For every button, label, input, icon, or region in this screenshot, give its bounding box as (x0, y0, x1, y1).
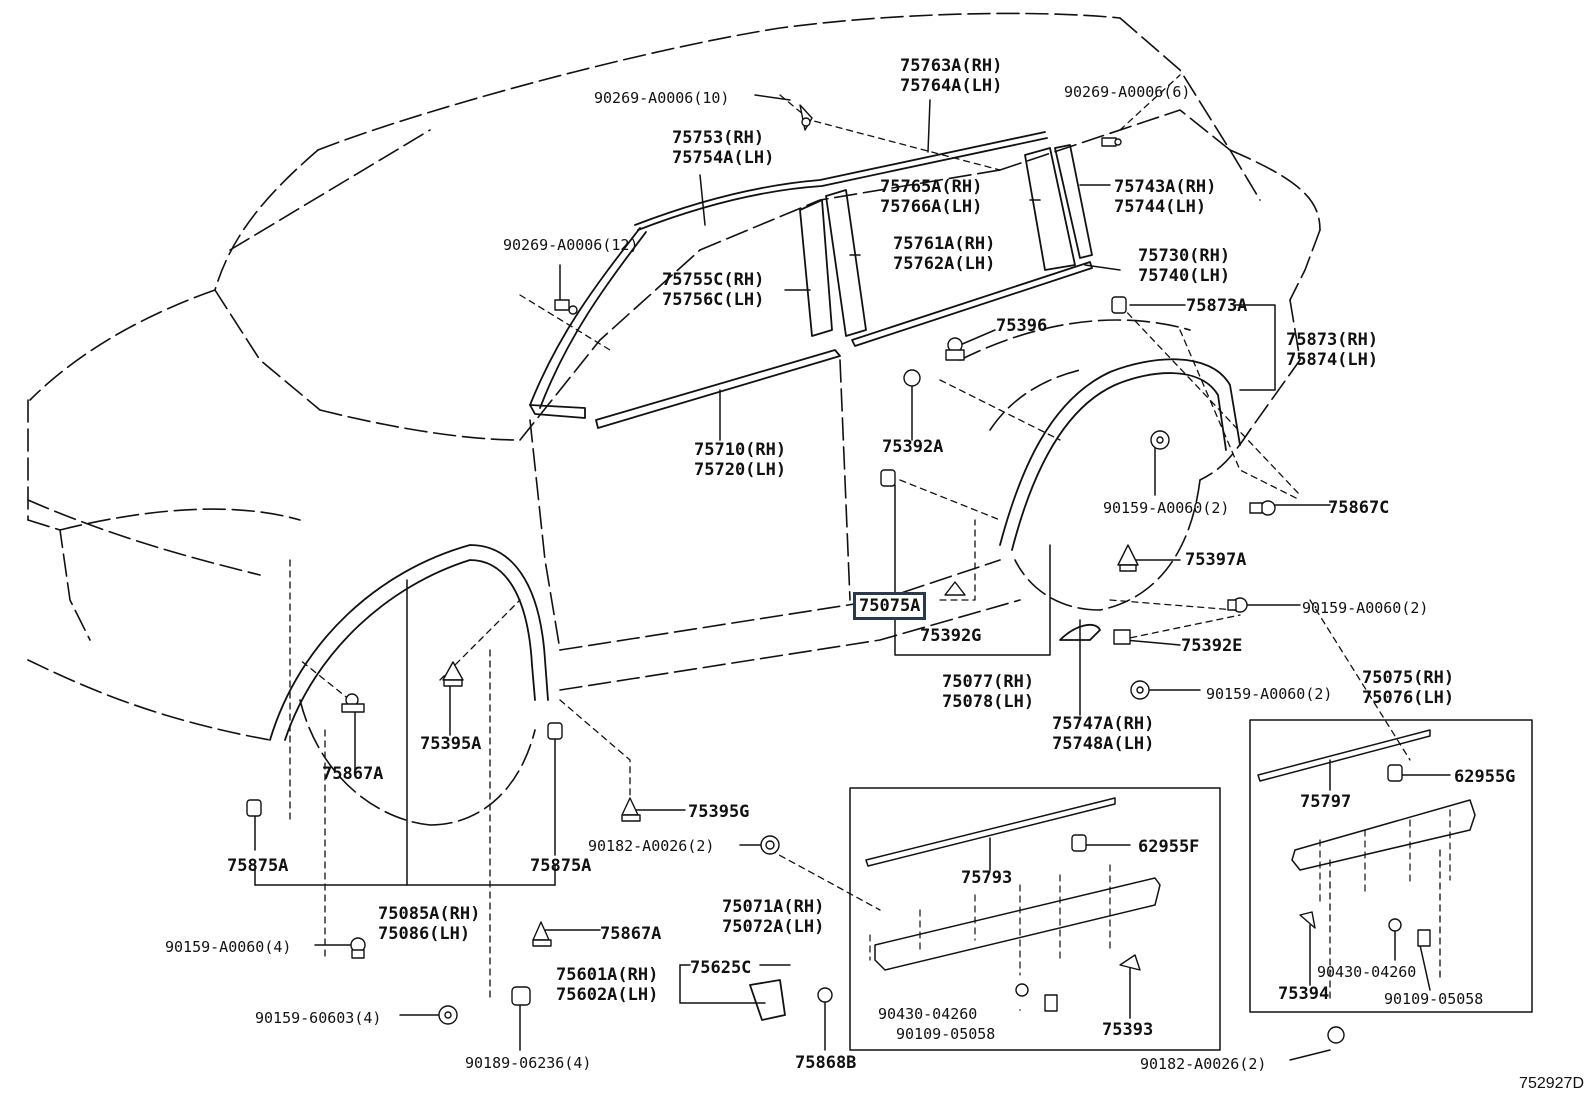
callout-75753[interactable]: 75753(RH) 75754A(LH) (672, 128, 775, 168)
clip-symbol (1071, 834, 1087, 852)
clip-symbol (1387, 764, 1403, 782)
callout-75710[interactable]: 75710(RH) 75720(LH) (694, 440, 787, 480)
callout-90159-60603-4[interactable]: 90159-60603(4) (255, 1009, 382, 1027)
callout-90109-05058-b[interactable]: 90109-05058 (1384, 990, 1484, 1008)
callout-75743a[interactable]: 75743A(RH) 75744(LH) (1114, 177, 1217, 217)
moldings (269, 131, 1241, 1021)
clip-symbol (945, 337, 965, 361)
callout-75867c[interactable]: 75867C (1328, 498, 1390, 518)
clip-symbol (511, 986, 531, 1006)
clip-symbol (1119, 954, 1141, 971)
diagram-id: 752927D (1519, 1075, 1584, 1092)
clip-symbol (1111, 296, 1127, 314)
clip-symbol (1044, 994, 1058, 1012)
callout-75392g[interactable]: 75392G (920, 626, 982, 646)
clip-symbol (341, 693, 365, 713)
clip-symbol (1249, 500, 1276, 516)
callout-75875a-right[interactable]: 75875A (530, 856, 592, 876)
callout-90269-a0006-6[interactable]: 90269-A0006(6) (1064, 83, 1191, 101)
callout-75755c[interactable]: 75755C(RH) 75756C(LH) (662, 270, 765, 310)
clip-symbol (621, 797, 641, 822)
callout-75747a[interactable]: 75747A(RH) 75748A(LH) (1052, 714, 1155, 754)
callout-75395a[interactable]: 75395A (420, 734, 482, 754)
callout-75392a[interactable]: 75392A (882, 437, 944, 457)
callout-90159-a0060-2a[interactable]: 90159-A0060(2) (1103, 499, 1230, 517)
callout-75875a-left[interactable]: 75875A (227, 856, 289, 876)
callout-90182-a0026-2a[interactable]: 90182-A0026(2) (588, 837, 715, 855)
callout-90189-06236-4[interactable]: 90189-06236(4) (465, 1054, 592, 1072)
callout-90182-a0026-2b[interactable]: 90182-A0026(2) (1140, 1055, 1267, 1073)
callout-75395g[interactable]: 75395G (688, 802, 750, 822)
callout-75867a-upper[interactable]: 75867A (322, 764, 384, 784)
clip-symbol (1227, 597, 1248, 613)
callout-75397a[interactable]: 75397A (1185, 550, 1247, 570)
callout-75625c[interactable]: 75625C (690, 958, 752, 978)
clip-symbol (1117, 544, 1139, 572)
clip-symbol (1113, 629, 1131, 645)
clip-symbol (799, 104, 813, 131)
callout-75394[interactable]: 75394 (1278, 984, 1330, 1004)
clip-symbol (1327, 1026, 1345, 1044)
clip-symbol (880, 469, 896, 487)
callout-75396[interactable]: 75396 (996, 316, 1048, 336)
clip-symbol (1417, 929, 1431, 947)
callout-90430-04260-a[interactable]: 90430-04260 (878, 1005, 978, 1023)
clip-symbol (1015, 983, 1029, 997)
clip-symbol (246, 799, 262, 817)
clip-symbol (438, 1005, 458, 1025)
callout-75075[interactable]: 75075(RH) 75076(LH) (1362, 668, 1455, 708)
callout-75075a-highlighted[interactable]: 75075A (853, 592, 927, 620)
clip-symbol (760, 835, 780, 855)
clip-symbol (1101, 137, 1122, 147)
callout-75763a[interactable]: 75763A(RH) 75764A(LH) (900, 56, 1003, 96)
callout-75765a[interactable]: 75765A(RH) 75766A(LH) (880, 177, 983, 217)
clip-symbol (1130, 680, 1150, 700)
callout-62955f[interactable]: 62955F (1138, 837, 1200, 857)
callout-75601a[interactable]: 75601A(RH) 75602A(LH) (556, 965, 659, 1005)
callout-75868b[interactable]: 75868B (795, 1053, 857, 1073)
fastener-symbols (246, 104, 1431, 1044)
callout-90159-a0060-2c[interactable]: 90159-A0060(2) (1206, 685, 1333, 703)
callout-75873[interactable]: 75873(RH) 75874(LH) (1286, 330, 1379, 370)
clip-symbol (532, 921, 552, 947)
callout-75393[interactable]: 75393 (1102, 1020, 1154, 1040)
callout-90109-05058-a[interactable]: 90109-05058 (896, 1025, 996, 1043)
callout-75085a[interactable]: 75085A(RH) 75086(LH) (378, 904, 481, 944)
callout-90159-a0060-4[interactable]: 90159-A0060(4) (165, 938, 292, 956)
callout-90430-04260-b[interactable]: 90430-04260 (1317, 963, 1417, 981)
inset-dashes (869, 809, 1451, 976)
callout-75077[interactable]: 75077(RH) 75078(LH) (942, 672, 1035, 712)
leader-lines (289, 74, 1441, 1001)
callout-90269-a0006-10[interactable]: 90269-A0006(10) (594, 89, 730, 107)
callout-90159-a0060-2b[interactable]: 90159-A0060(2) (1302, 599, 1429, 617)
callout-75392e[interactable]: 75392E (1181, 636, 1243, 656)
callout-75793[interactable]: 75793 (961, 868, 1013, 888)
clip-symbol (817, 987, 833, 1003)
body-outline (27, 12, 1321, 826)
clip-symbol (1150, 430, 1170, 450)
callout-62955g[interactable]: 62955G (1454, 767, 1516, 787)
clip-symbol (903, 369, 921, 387)
callout-75867a-lower[interactable]: 75867A (600, 924, 662, 944)
clip-symbol (944, 581, 966, 596)
clip-symbol (442, 661, 464, 687)
callout-75873a[interactable]: 75873A (1186, 296, 1248, 316)
clip-symbol (350, 937, 366, 959)
clip-symbol (1299, 911, 1316, 929)
callout-75071a[interactable]: 75071A(RH) 75072A(LH) (722, 897, 825, 937)
clip-symbol (547, 722, 563, 740)
clip-symbol (1388, 918, 1402, 932)
callout-75797[interactable]: 75797 (1300, 792, 1352, 812)
callout-90269-a0006-12[interactable]: 90269-A0006(12) (503, 236, 639, 254)
callout-75761a[interactable]: 75761A(RH) 75762A(LH) (893, 234, 996, 274)
clip-symbol (554, 299, 578, 315)
callout-75730[interactable]: 75730(RH) 75740(LH) (1138, 246, 1231, 286)
inset-boxes (849, 719, 1533, 1051)
